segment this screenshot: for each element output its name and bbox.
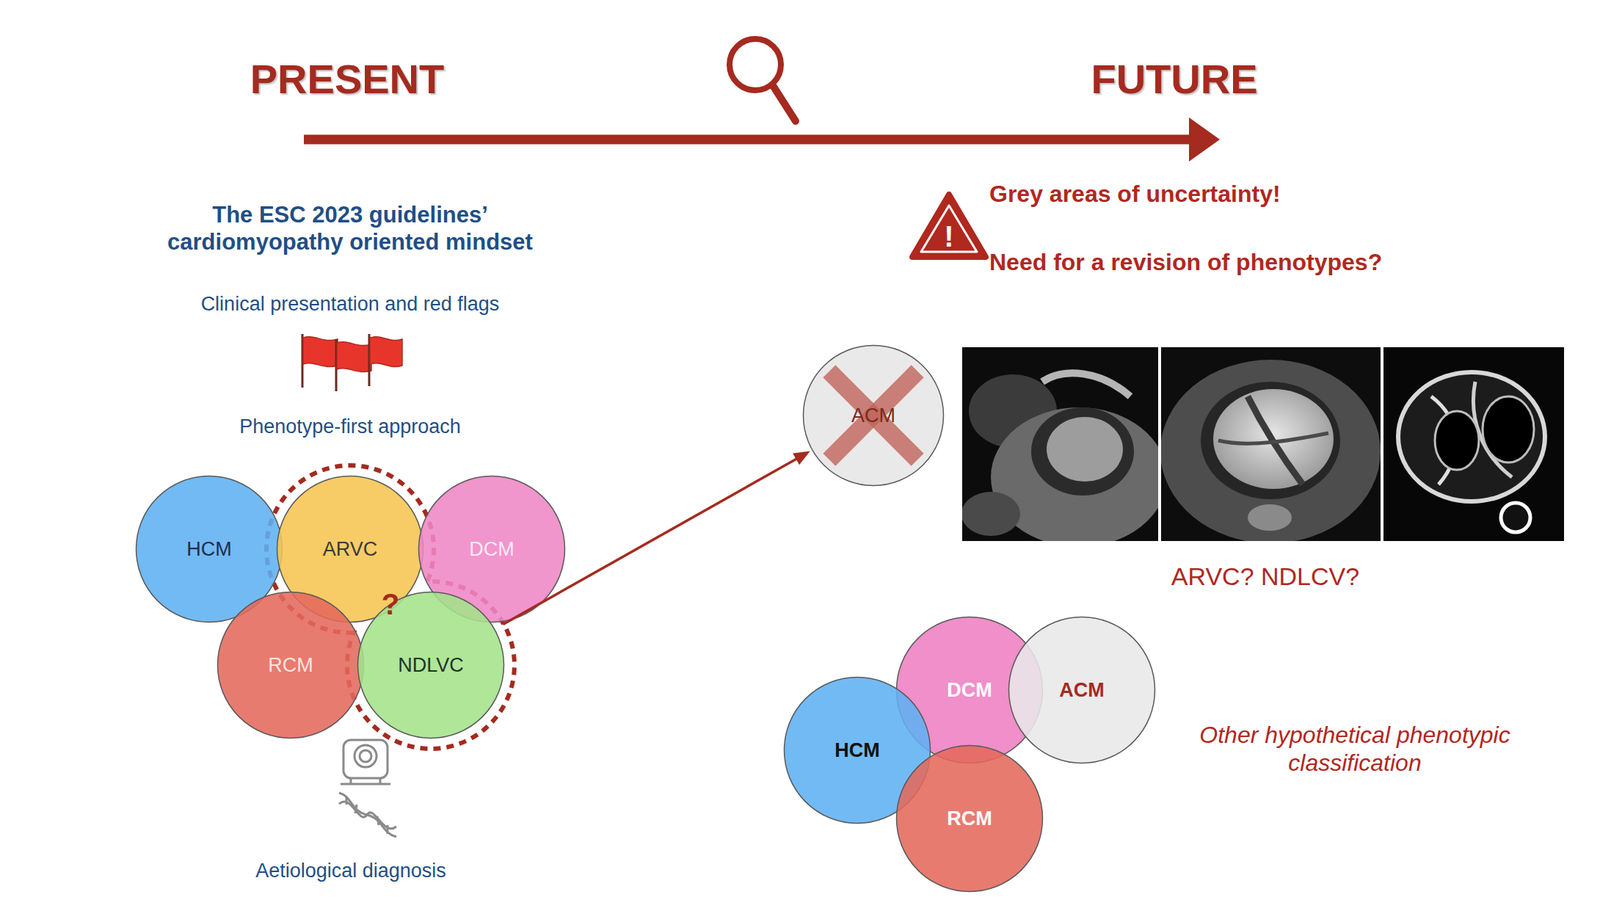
- section-heading: The ESC 2023 guidelines’ cardiomyopathy …: [129, 201, 571, 256]
- text-holder: RCM: [216, 590, 365, 740]
- circle-label: HCM: [186, 537, 232, 561]
- phenotype-circle: ACM: [802, 344, 945, 487]
- circle-shape: [896, 745, 1043, 892]
- text-holder: RCM: [895, 744, 1044, 893]
- text-holder: NDLVC: [356, 590, 505, 740]
- image-caption: ARVC? NDLCV?: [1171, 561, 1360, 592]
- circle-label: ACM: [851, 404, 896, 428]
- mri-scanner-icon: [340, 739, 391, 784]
- cmr-image: [1383, 347, 1565, 541]
- timeline-label: PRESENT: [250, 54, 445, 104]
- warning-note: Need for a revision of phenotypes?: [989, 248, 1383, 276]
- timeline-arrow: [303, 117, 1220, 162]
- circle-label: DCM: [946, 678, 993, 702]
- step-label: Phenotype-first approach: [239, 414, 461, 439]
- circle-label: ACM: [1059, 678, 1105, 702]
- step-label: Aetiological diagnosis: [255, 858, 447, 883]
- timeline-label: FUTURE: [1090, 54, 1258, 104]
- red-flags-icon: [302, 333, 403, 392]
- arrow-head: [792, 451, 811, 466]
- circle-shape: [803, 345, 944, 486]
- text-holder: ACM: [802, 344, 945, 487]
- dna-icon: [339, 792, 397, 837]
- phenotype-circle: NDLVC: [356, 590, 505, 740]
- circle-label: NDLVC: [397, 653, 464, 677]
- phenotype-circle: RCM: [895, 744, 1044, 893]
- cross-mark: [829, 371, 918, 460]
- question-mark: ?: [381, 586, 400, 622]
- text-holder: ACM: [1007, 615, 1156, 765]
- warning-mark: !: [943, 218, 954, 254]
- circle-label: RCM: [267, 653, 314, 677]
- step-label: Clinical presentation and red flags: [201, 292, 500, 316]
- cross-mark: [829, 371, 918, 460]
- phenotype-circle: ACM: [1007, 615, 1156, 765]
- cmr-image: [962, 347, 1159, 541]
- circle-label: DCM: [468, 537, 515, 561]
- circle-shape: [217, 592, 365, 739]
- circle-label: HCM: [834, 739, 880, 762]
- circle-label: RCM: [946, 807, 993, 831]
- magnifier-icon: [729, 38, 796, 122]
- warning-triangle: [912, 194, 986, 257]
- circle-shape: [1009, 617, 1156, 764]
- classification-note: Other hypothetical phenotypic classifica…: [1156, 720, 1554, 778]
- phenotype-circle: RCM: [216, 590, 365, 740]
- circle-label: ARVC: [322, 537, 378, 561]
- circle-shape: [358, 592, 505, 739]
- warning-note: Grey areas of uncertainty!: [989, 179, 1281, 208]
- cmr-image: [1161, 347, 1381, 541]
